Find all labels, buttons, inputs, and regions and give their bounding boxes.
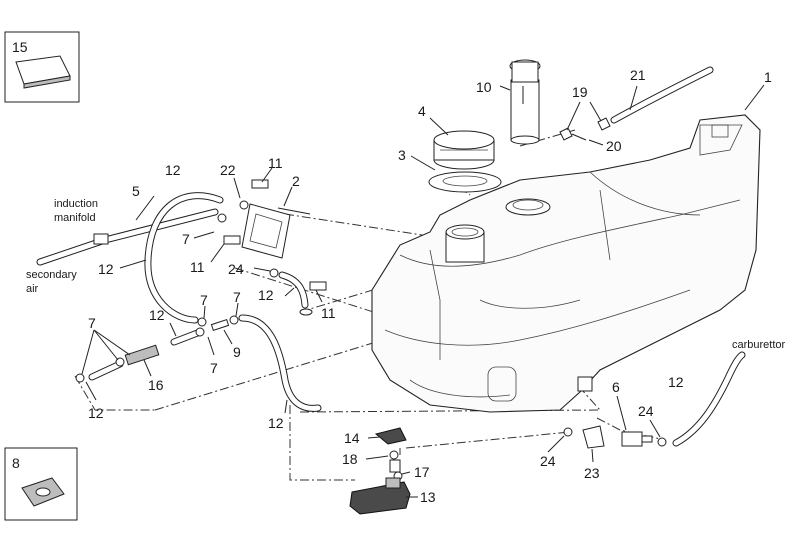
callout-2: 2	[292, 173, 300, 189]
callout-21: 21	[630, 67, 646, 83]
note-secondary-line1: secondary	[26, 269, 77, 281]
callout-7e: 7	[210, 360, 218, 376]
hose-clamps	[75, 200, 667, 447]
filler-gasket	[428, 171, 502, 193]
callout-9: 9	[233, 344, 241, 360]
callout-11c: 11	[321, 305, 336, 321]
callout-19: 19	[572, 84, 588, 100]
callout-12c: 12	[149, 307, 165, 323]
callout-8: 8	[12, 455, 20, 471]
callout-7b: 7	[88, 315, 96, 331]
breather-hose	[610, 66, 714, 124]
non-return-valve	[124, 319, 230, 366]
callout-24c: 24	[638, 403, 654, 419]
callout-6: 6	[612, 379, 620, 395]
callout-12a: 12	[165, 162, 181, 178]
diagram-notes: induction manifold secondary air carbure…	[26, 198, 786, 351]
fuel-tank	[371, 114, 761, 413]
callout-12b: 12	[98, 261, 114, 277]
callout-7d: 7	[233, 289, 241, 305]
note-induction-line2: manifold	[54, 212, 96, 224]
vacuum-hoses	[88, 192, 746, 447]
callout-12e: 12	[88, 405, 104, 421]
fuel-filter	[582, 425, 653, 449]
callout-12d: 12	[258, 287, 274, 303]
callout-12f: 12	[268, 415, 284, 431]
callout-3: 3	[398, 147, 406, 163]
callout-11a: 11	[268, 155, 283, 171]
callout-10: 10	[476, 79, 492, 95]
leader-lines	[81, 84, 765, 498]
note-induction-line1: induction	[54, 198, 98, 210]
callout-11b: 11	[190, 259, 205, 275]
fuel-level-sender	[509, 59, 541, 145]
callout-14: 14	[344, 430, 360, 446]
filler-cap	[433, 130, 495, 170]
callout-12g: 12	[668, 374, 684, 390]
callout-5: 5	[132, 183, 140, 199]
callout-20: 20	[606, 138, 622, 154]
note-carburettor: carburettor	[732, 339, 786, 351]
callout-13: 13	[420, 489, 436, 505]
callout-4: 4	[418, 103, 426, 119]
callout-7c: 7	[200, 292, 208, 308]
vacuum-valve	[223, 179, 327, 291]
callout-22: 22	[220, 162, 236, 178]
callout-18: 18	[342, 451, 358, 467]
callout-numbers: 15 8 1 2 3 4 5 6 7 7 7 7 7 9 10 11 11 11…	[12, 39, 772, 505]
callout-24b: 24	[540, 453, 556, 469]
callout-15: 15	[12, 39, 28, 55]
inset-box-15	[4, 31, 80, 103]
callout-24a: 24	[228, 261, 244, 277]
fuel-tap-assembly	[349, 427, 411, 515]
callout-17: 17	[414, 464, 430, 480]
callout-23: 23	[584, 465, 600, 481]
note-secondary-line2: air	[26, 283, 39, 295]
induction-manifold-pipe	[36, 208, 219, 266]
callout-7a: 7	[182, 231, 190, 247]
screw-19-20	[559, 117, 611, 141]
callout-1: 1	[764, 69, 772, 85]
callout-16: 16	[148, 377, 164, 393]
inset-box-8	[4, 447, 78, 521]
